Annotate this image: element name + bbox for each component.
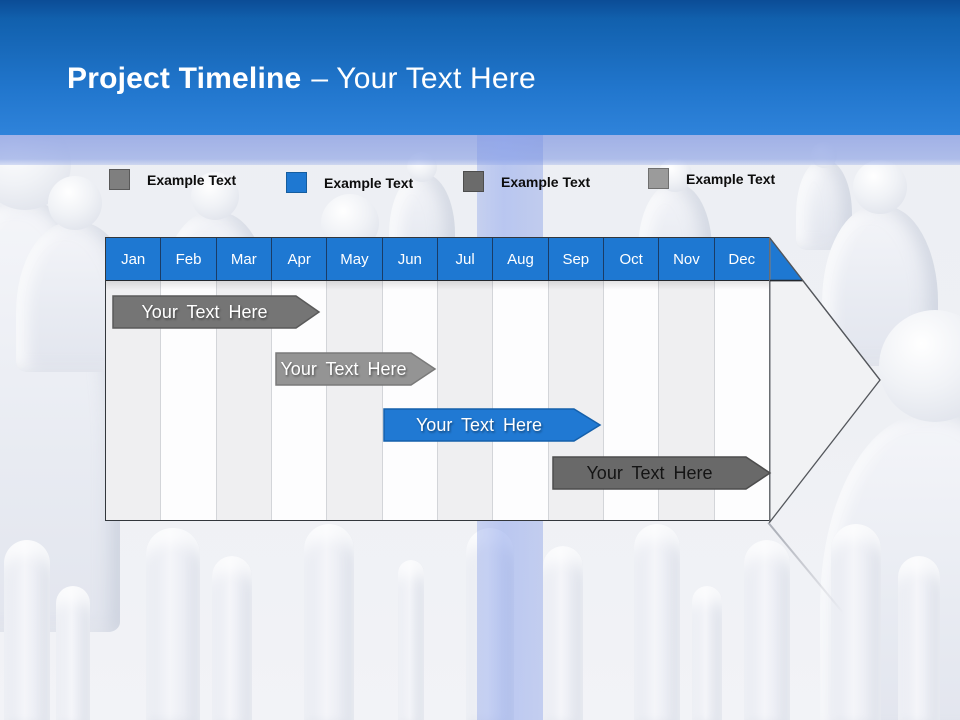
title-bold-text: Project Timeline: [67, 62, 302, 95]
bar-shape: [275, 352, 437, 386]
legend-swatch: [109, 169, 130, 190]
bar-shape: [383, 408, 602, 442]
background-figure-body: [212, 556, 252, 720]
legend-label: Example Text: [501, 173, 591, 190]
bar-shape: [552, 456, 772, 490]
month-column: [382, 281, 438, 520]
title-placeholder-text: Your Text Here: [336, 62, 536, 95]
timeline-bar-4[interactable]: Your Text Here: [552, 456, 772, 490]
bar-shape: [112, 295, 321, 329]
legend-label: Example Text: [686, 170, 776, 187]
month-header-cell: Jan: [106, 238, 162, 280]
background-figure-body: [744, 540, 790, 720]
month-header-cell: Feb: [161, 238, 217, 280]
legend-item[interactable]: Example Text: [286, 172, 413, 193]
bar-label: Your Text Here: [280, 359, 407, 379]
bar-label: Your Text Here: [141, 302, 268, 322]
page-title[interactable]: Project Timeline–Your Text Here: [67, 62, 536, 96]
timeline-bar-3[interactable]: Your Text Here: [383, 408, 602, 442]
background-figure-body: [4, 540, 50, 720]
legend-swatch: [463, 171, 484, 192]
month-column: [437, 281, 494, 520]
month-header-cell: Nov: [659, 238, 715, 280]
background-figure-body: [831, 524, 881, 720]
background-figure-body: [634, 524, 680, 720]
month-header-cell: May: [327, 238, 383, 280]
month-header-cell: Sep: [548, 238, 604, 280]
background-figure-body: [56, 586, 90, 720]
timeline-bar-2[interactable]: Your Text Here: [275, 352, 437, 386]
legend-label: Example Text: [147, 171, 237, 188]
legend-label: Example Text: [324, 174, 414, 191]
month-header-cell: Jul: [437, 238, 494, 280]
month-header-cell: Jun: [382, 238, 438, 280]
month-column: [327, 281, 383, 520]
month-header-cell: Apr: [271, 238, 328, 280]
background-figure-body: [304, 524, 354, 720]
month-header-cell: Mar: [216, 238, 272, 280]
legend-item[interactable]: Example Text: [463, 171, 590, 192]
month-column: [493, 281, 549, 520]
timeline-bar-1[interactable]: Your Text Here: [112, 295, 321, 329]
title-banner: Project Timeline–Your Text Here: [0, 0, 960, 135]
month-header-cell: Oct: [603, 238, 660, 280]
timeline-arrow-tip: [769, 237, 881, 523]
month-header-cell: Dec: [714, 238, 769, 280]
bar-label: Your Text Here: [586, 463, 713, 483]
legend-swatch: [286, 172, 307, 193]
month-header-cell: Aug: [493, 238, 549, 280]
background-figure-body: [692, 586, 722, 720]
background-figure-body: [898, 556, 940, 720]
background-figure-body: [543, 546, 583, 720]
legend-item[interactable]: Example Text: [109, 169, 236, 190]
legend-swatch: [648, 168, 669, 189]
background-figure-body: [146, 528, 200, 720]
legend-item[interactable]: Example Text: [648, 168, 775, 189]
background-figure-body: [398, 560, 424, 720]
bar-label: Your Text Here: [415, 415, 543, 435]
title-dash: –: [311, 62, 329, 95]
